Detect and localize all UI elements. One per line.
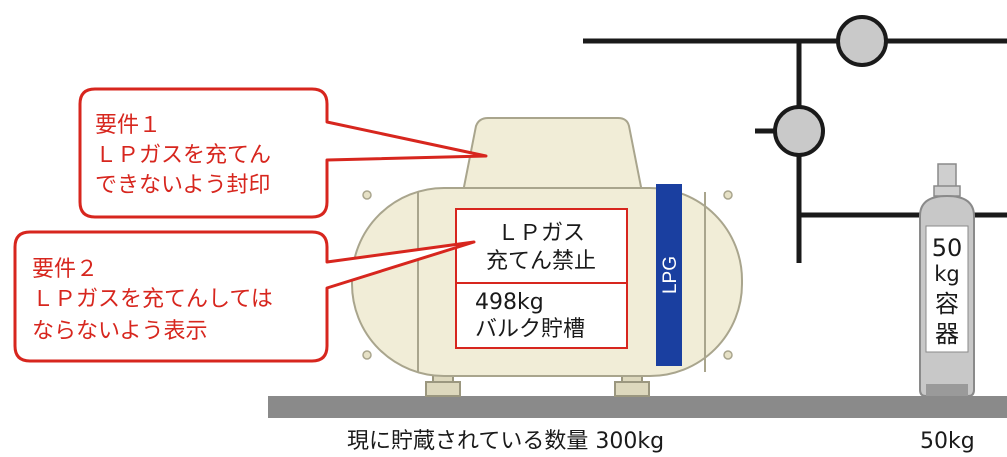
req2-title: 要件２ — [32, 257, 98, 282]
lpg-band-label: LPG — [660, 256, 681, 294]
cylinder-size: 50 — [932, 234, 963, 262]
cylinder-word-2: 器 — [935, 320, 959, 348]
valve-protector-cap — [461, 117, 644, 193]
sign-capacity: 498kg — [475, 290, 544, 315]
cylinder-unit: kg — [934, 262, 960, 286]
cylinder-word-1: 容 — [935, 290, 959, 318]
callout-requirement-1: 要件１ ＬＰガスを充てん できないよう封印 — [78, 87, 488, 219]
req1-line-1: ＬＰガスを充てん — [95, 143, 271, 168]
cylinder-label-panel — [925, 225, 969, 353]
pipe-valve-middle — [773, 105, 825, 157]
stored-quantity-caption: 現に貯蔵されている数量 300kg — [347, 429, 664, 454]
req2-line-1: ＬＰガスを充てんしては — [32, 287, 273, 312]
sign-tank-type: バルク貯槽 — [475, 317, 585, 342]
req1-title: 要件１ — [95, 113, 161, 138]
req1-line-2: できないよう封印 — [95, 173, 271, 198]
cylinder-caption: 50kg — [920, 429, 975, 454]
tank-sign: ＬＰガス 充てん禁止 498kg バルク貯槽 — [455, 208, 628, 349]
req2-line-2: ならないよう表示 — [32, 319, 208, 344]
pipe-valve-top — [836, 15, 888, 67]
sign-line-1: ＬＰガス — [497, 221, 585, 246]
sign-line-2: 充てん禁止 — [486, 249, 596, 274]
cylinder-50kg: 50 kg 容 器 — [919, 163, 975, 397]
lpg-band — [656, 184, 682, 366]
callout-requirement-2: 要件２ ＬＰガスを充てんしては ならないよう表示 — [13, 230, 476, 363]
ground-slab — [268, 396, 1007, 418]
